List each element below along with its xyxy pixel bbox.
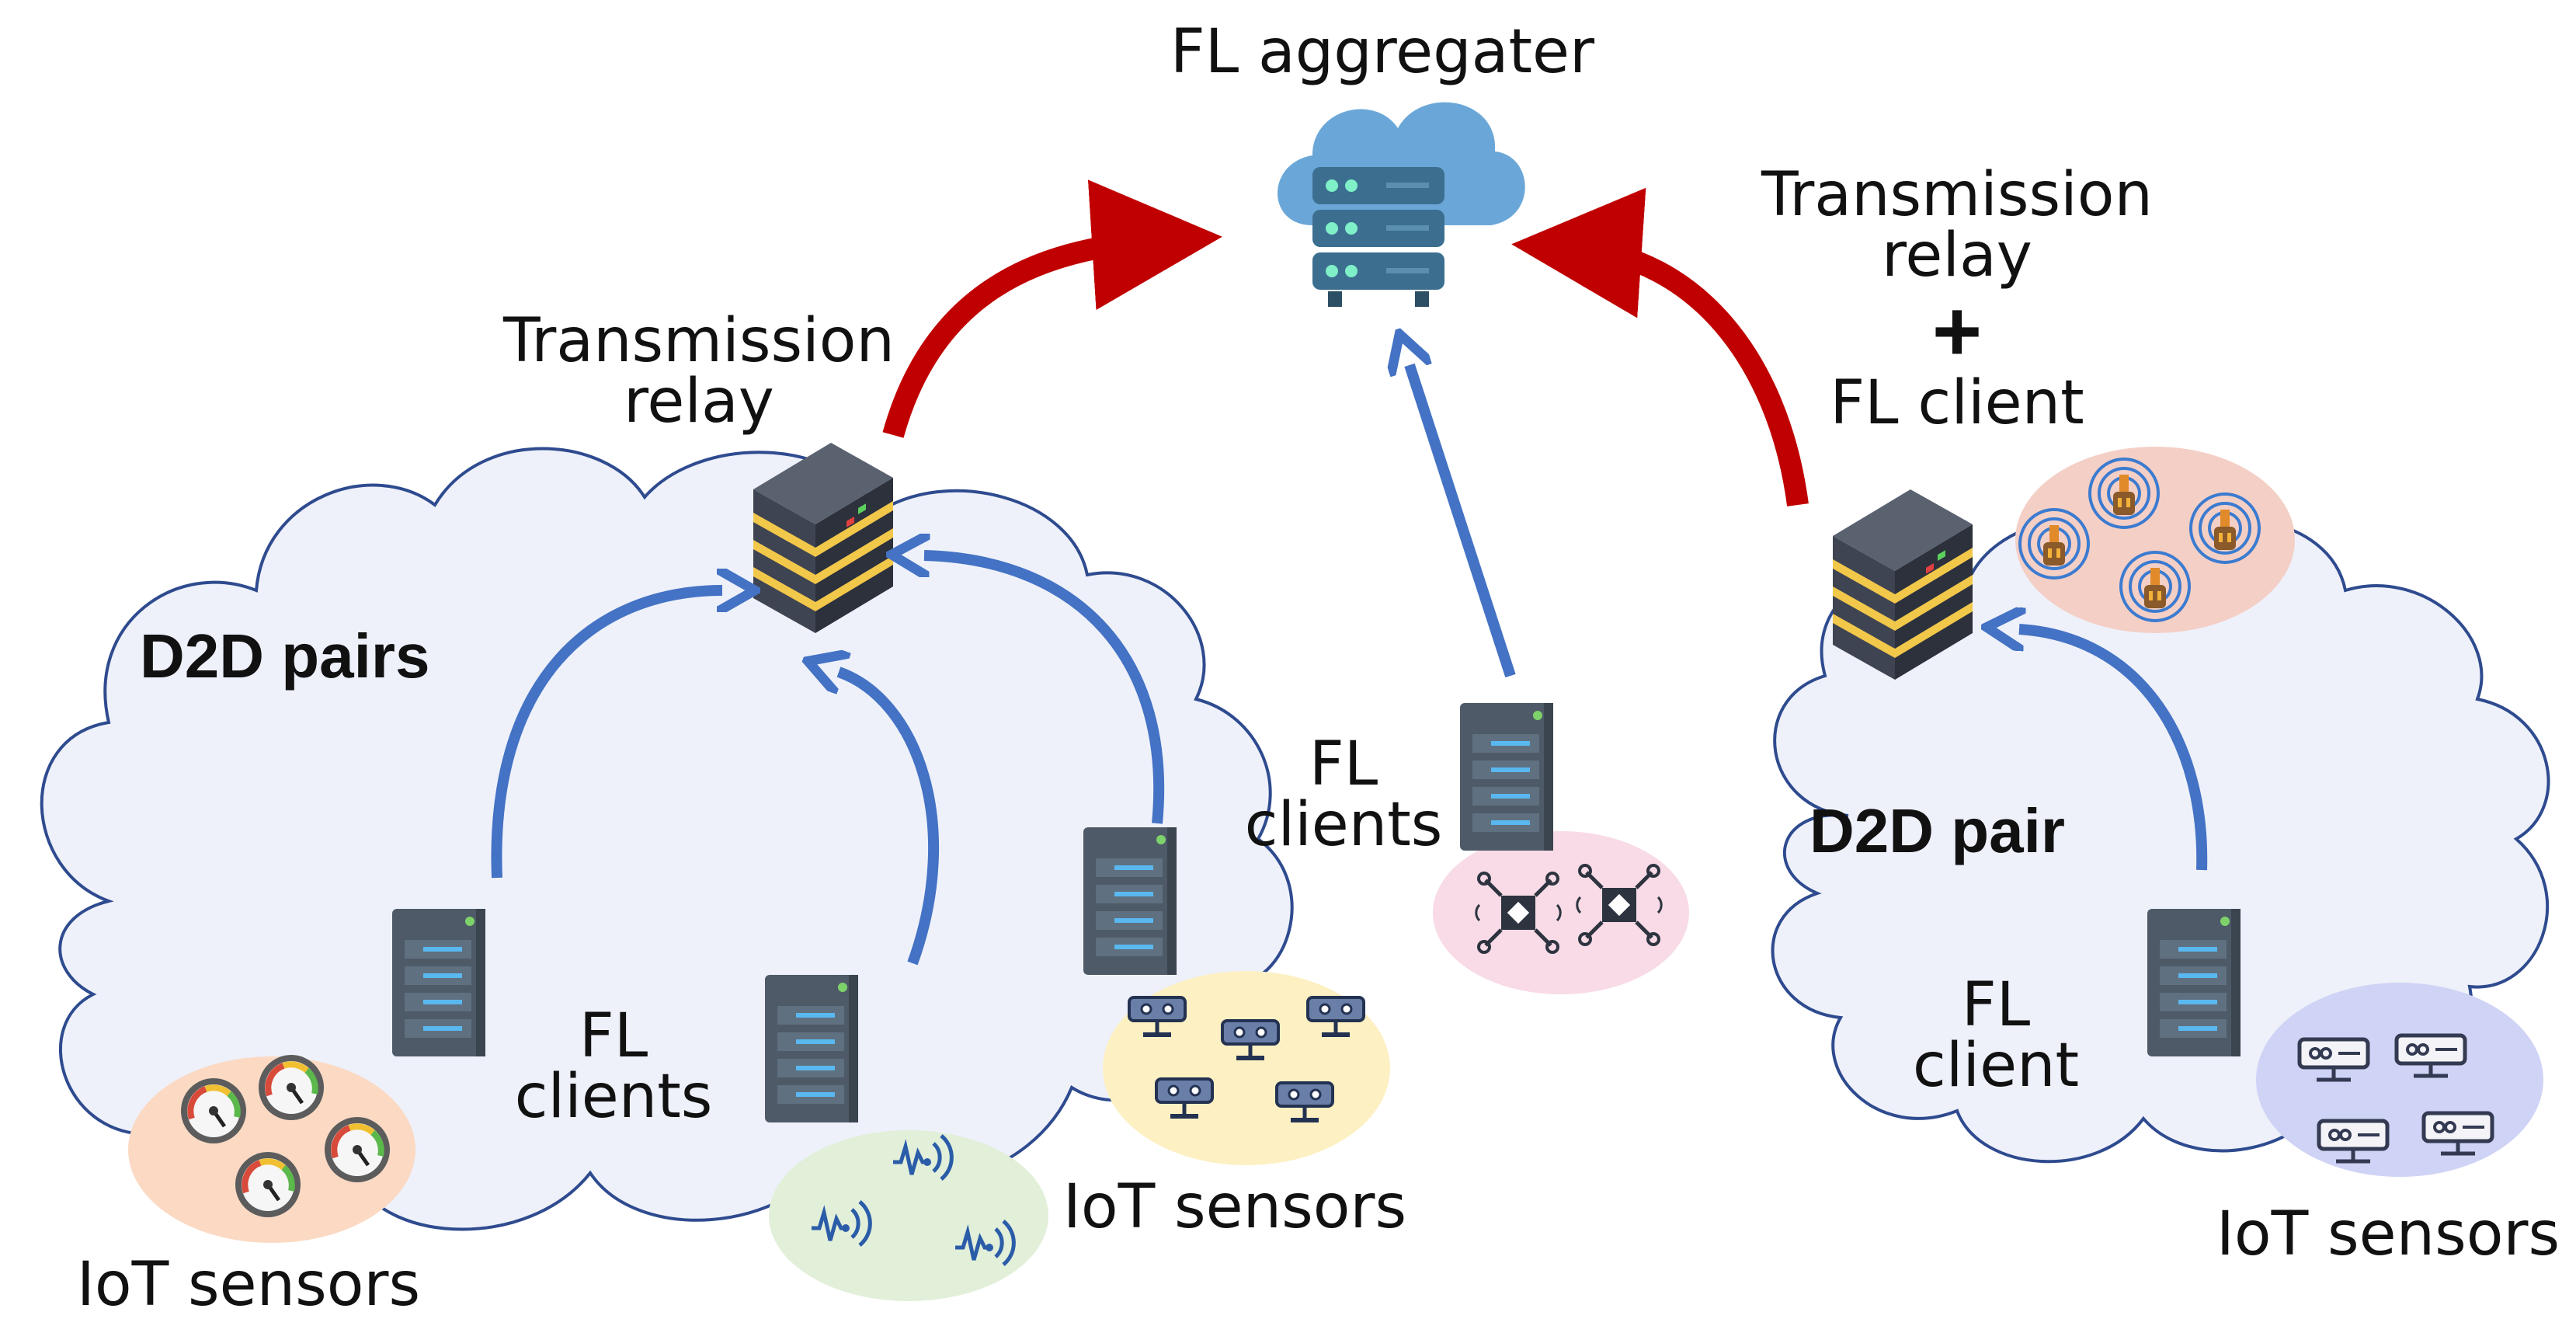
fl-client-server-mid-icon <box>1460 703 1553 851</box>
fl-client-server-1-icon <box>392 909 485 1056</box>
router-sensors-blob <box>2256 983 2543 1177</box>
relay-right-label-line1: Transmission <box>1761 160 2153 230</box>
iot-sensors-right-label: IoT sensors <box>2216 1199 2560 1269</box>
fl-clients-mid-label-line2: clients <box>1244 790 1443 860</box>
d2d-pair-label: D2D pair <box>1809 796 2065 865</box>
client-to-aggregator-arrow <box>1410 365 1516 678</box>
fl-client-right-label-line1: FL <box>1961 970 2031 1040</box>
fl-clients-left-label-line2: clients <box>514 1062 713 1132</box>
fl-clients-mid-label-line1: FL <box>1309 729 1378 799</box>
relay-left-label-line1: Transmission <box>503 306 895 376</box>
plus-sign: + <box>1931 284 1983 379</box>
client-to-relay-arrow-2 <box>839 672 940 966</box>
fl-client-server-right-icon <box>2147 909 2241 1056</box>
relay-left-label-line2: relay <box>624 367 774 437</box>
fl-clients-left-label-line1: FL <box>579 1001 648 1071</box>
cloud-server-icon <box>1278 102 1525 307</box>
relay-to-aggregator-arrow-left <box>882 179 1222 438</box>
fl-client-server-2-icon <box>765 975 858 1122</box>
client-to-relay-arrow-right <box>2019 629 2208 871</box>
relay-right-label-line3: FL client <box>1830 368 2084 438</box>
client-to-relay-arrow-3 <box>924 555 1165 824</box>
client-to-relay-arrow-1 <box>491 590 722 879</box>
relay-right-label-line2: relay <box>1882 221 2032 291</box>
d2d-pairs-label: D2D pairs <box>140 621 430 691</box>
aggregator-label: FL aggregater <box>1170 17 1595 87</box>
iot-sensors-mid-label: IoT sensors <box>1062 1172 1407 1242</box>
iot-sensors-left-label: IoT sensors <box>76 1250 421 1320</box>
wave-sensors-blob <box>769 1130 1048 1301</box>
fl-client-right-label-line2: client <box>1912 1031 2080 1101</box>
fl-client-server-3-icon <box>1083 827 1177 975</box>
relay-to-aggregator-arrow-right <box>1511 187 1809 506</box>
